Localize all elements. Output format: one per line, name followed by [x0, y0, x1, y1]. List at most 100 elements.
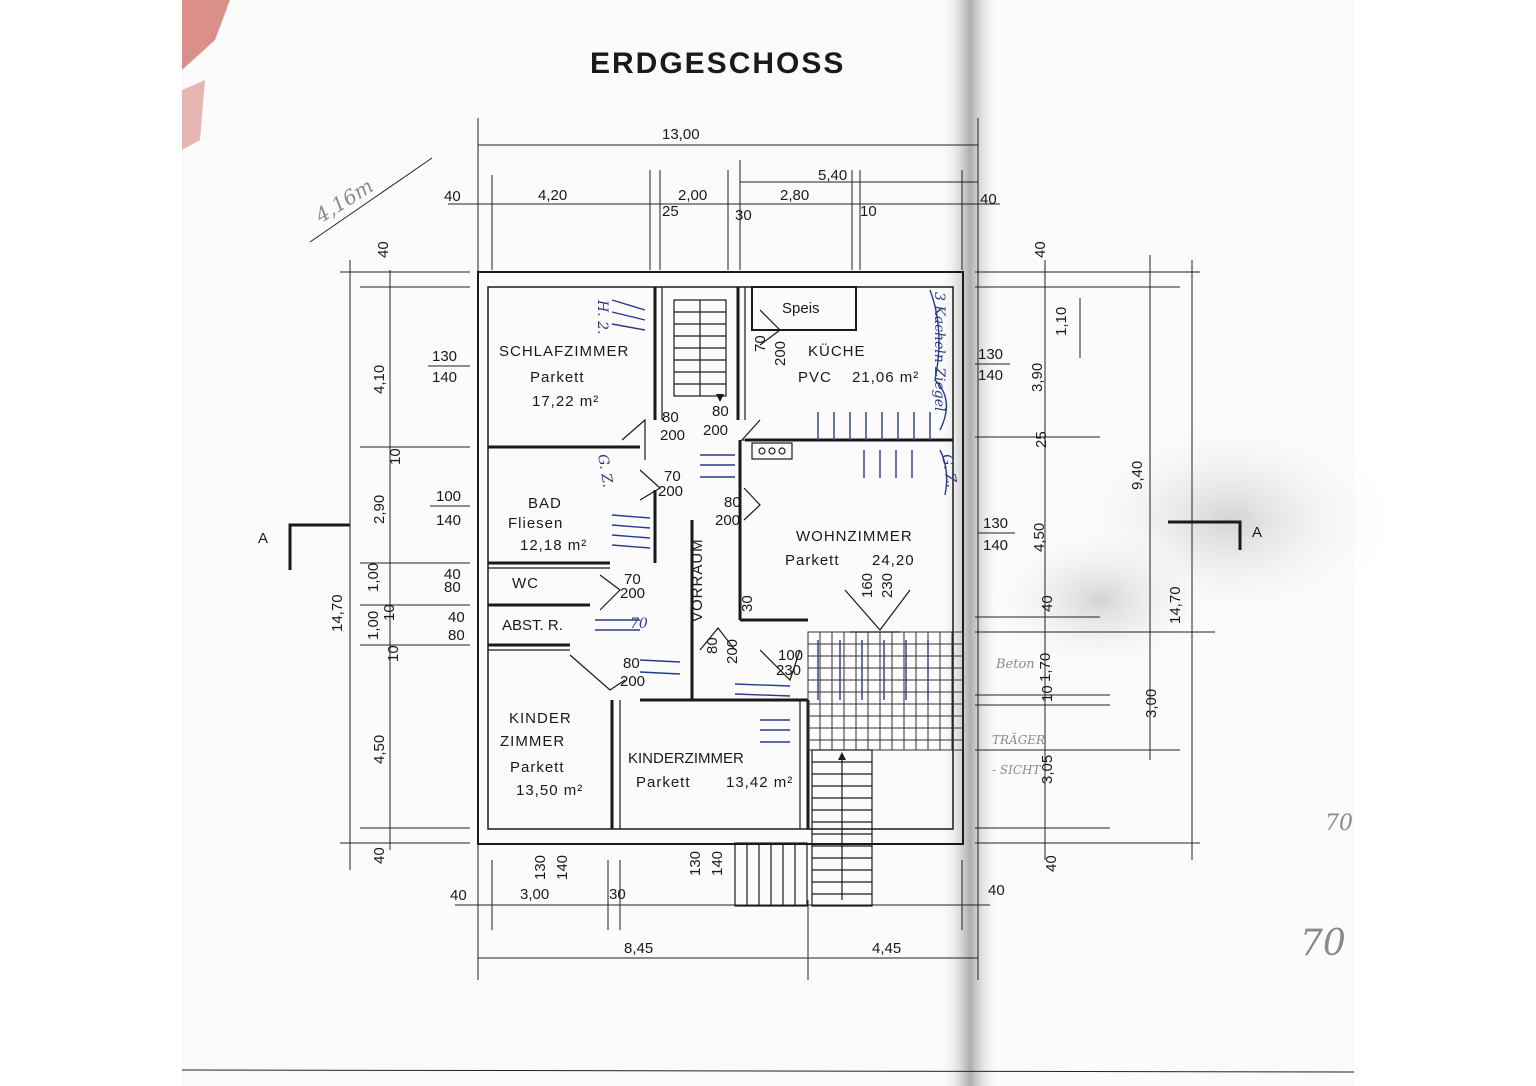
room-name-schlafzimmer: SCHLAFZIMMER: [499, 343, 629, 360]
door-speis-b: 200: [772, 341, 789, 366]
svg-text:A: A: [258, 530, 268, 547]
room-wohnzimmer: WOHNZIMMER Parkett 24,20: [785, 528, 914, 569]
section-marker-right: A: [1168, 520, 1262, 550]
dim-right-305: 3,05: [1039, 755, 1056, 784]
room-name-kinderzimmer-1-line2: ZIMMER: [500, 733, 565, 750]
dim-right-390: 3,90: [1029, 363, 1046, 392]
red-stain: [182, 0, 230, 70]
dim-top-40-left: 40: [444, 188, 461, 205]
room-schlafzimmer: SCHLAFZIMMER Parkett 17,22 m²: [499, 343, 629, 410]
dim-left-10c: 10: [385, 645, 402, 662]
dim-left-40-top: 40: [375, 241, 392, 258]
door-kueche-a: 80: [712, 403, 729, 420]
room-floor-bad: Fliesen: [508, 515, 563, 532]
dim-left-10b: 10: [381, 604, 398, 621]
room-area-bad: 12,18 m²: [520, 537, 587, 554]
win-kueche-a: 130: [978, 346, 1003, 363]
room-area-kinderzimmer-2: 13,42 m²: [726, 774, 793, 791]
room-name-kueche: KÜCHE: [808, 342, 866, 360]
door-kind-b: 200: [620, 673, 645, 690]
dim-right-450: 4,50: [1031, 523, 1048, 552]
door-labels: 80 200 80 200 70 200 80 200 70 200 80 20…: [620, 335, 896, 690]
dim-left-450: 4,50: [371, 735, 388, 764]
room-floor-kueche: PVC: [798, 369, 832, 386]
dim-top-10: 10: [860, 203, 877, 220]
win-bad-a: 100: [436, 488, 461, 505]
dim-right-300: 3,00: [1143, 689, 1160, 718]
room-name-vorraum: VORRAUM: [689, 538, 706, 622]
dim-top-30: 30: [735, 207, 752, 224]
win-kind1-a: 130: [532, 855, 549, 880]
win-schlaf-a: 130: [432, 348, 457, 365]
win-wohn-a: 130: [983, 515, 1008, 532]
dim-top-420: 4,20: [538, 187, 567, 204]
dim-left-total: 14,70: [329, 594, 346, 632]
dim-bottom-30: 30: [609, 886, 626, 903]
room-bad: BAD Fliesen 12,18 m²: [508, 495, 587, 554]
door-stair-a: 30: [739, 595, 756, 612]
left-dimensions: 40 4,10 10 2,90 1,00 10 1,00 10 4,50 40 …: [329, 241, 470, 870]
margin-note-beton: Beton: [995, 657, 1035, 672]
window-labels: 130 140 100 140 40 80 40 80 130 140 130 …: [428, 346, 1015, 880]
win-kind1-b: 140: [554, 855, 571, 880]
dim-top-25: 25: [662, 203, 679, 220]
plan-title: ERDGESCHOSS: [590, 47, 845, 80]
room-name-wc: WC: [512, 575, 539, 592]
room-name-wohnzimmer: WOHNZIMMER: [796, 528, 913, 545]
door-wohn-b: 200: [715, 512, 740, 529]
door-schlaf-a: 80: [662, 409, 679, 426]
door-kind-a: 80: [623, 655, 640, 672]
margin-note-traeger: TRÄGER: [992, 731, 1045, 747]
win-wohn-b: 140: [983, 537, 1008, 554]
win-wc-b: 80: [444, 579, 461, 596]
room-speis: Speis: [782, 300, 820, 317]
dim-top-280: 2,80: [780, 187, 809, 204]
door-speis-a: 70: [752, 335, 769, 352]
dim-right-40-bottom: 40: [1043, 855, 1060, 872]
door-wc-a: 70: [624, 571, 641, 588]
room-name-bad: BAD: [528, 495, 562, 512]
dim-right-25: 25: [1033, 431, 1050, 448]
room-vorraum: VORRAUM: [689, 538, 706, 622]
dim-left-40-bottom: 40: [371, 847, 388, 864]
smudge-stain-2: [980, 520, 1220, 680]
room-abst: ABST. R.: [502, 617, 563, 634]
win-kind2-b: 140: [709, 851, 726, 876]
pen-note-gz: G. Z.: [594, 453, 616, 489]
door-wohn-a: 80: [724, 494, 741, 511]
margin-note-70-a: 70: [1325, 811, 1353, 836]
dim-right-10: 10: [1039, 685, 1056, 702]
terrace-grid: [807, 631, 964, 751]
room-name-abst: ABST. R.: [502, 617, 563, 634]
win-abst-b: 80: [448, 627, 465, 644]
room-area-kueche: 21,06 m²: [852, 369, 919, 386]
svg-text:A: A: [1252, 524, 1262, 541]
dim-top-40-right: 40: [980, 191, 997, 208]
bottom-dimensions: 40 3,00 30 40 8,45 4,45: [450, 860, 1005, 980]
kitchen-stove: [751, 442, 793, 460]
margin-note-sicht: - SICHT: [992, 763, 1041, 777]
door-ter-a: 100: [778, 647, 803, 664]
door-kueche-b: 200: [703, 422, 728, 439]
room-kinderzimmer-2: KINDERZIMMER Parkett 13,42 m²: [628, 750, 793, 791]
walls: [477, 271, 964, 845]
door-wohnter-b: 230: [879, 573, 896, 598]
page-bottom-line: [181, 1069, 1355, 1073]
win-schlaf-b: 140: [432, 369, 457, 386]
door-ter-b: 230: [776, 662, 801, 679]
room-floor-schlafzimmer: Parkett: [530, 369, 585, 386]
section-marker-left: A: [258, 523, 350, 570]
room-name-kinderzimmer-2: KINDERZIMMER: [628, 750, 744, 767]
staircase-interior: [673, 299, 727, 402]
win-bad-b: 140: [436, 512, 461, 529]
door-wohnter-a: 160: [859, 573, 876, 598]
dim-left-410: 4,10: [371, 365, 388, 394]
staircase-exterior: [734, 749, 873, 907]
dim-bottom-300: 3,00: [520, 886, 549, 903]
dim-right-40: 40: [1039, 595, 1056, 612]
door-entry-b: 200: [724, 639, 741, 664]
win-kind2-a: 130: [687, 851, 704, 876]
room-floor-kinderzimmer-2: Parkett: [636, 774, 691, 791]
